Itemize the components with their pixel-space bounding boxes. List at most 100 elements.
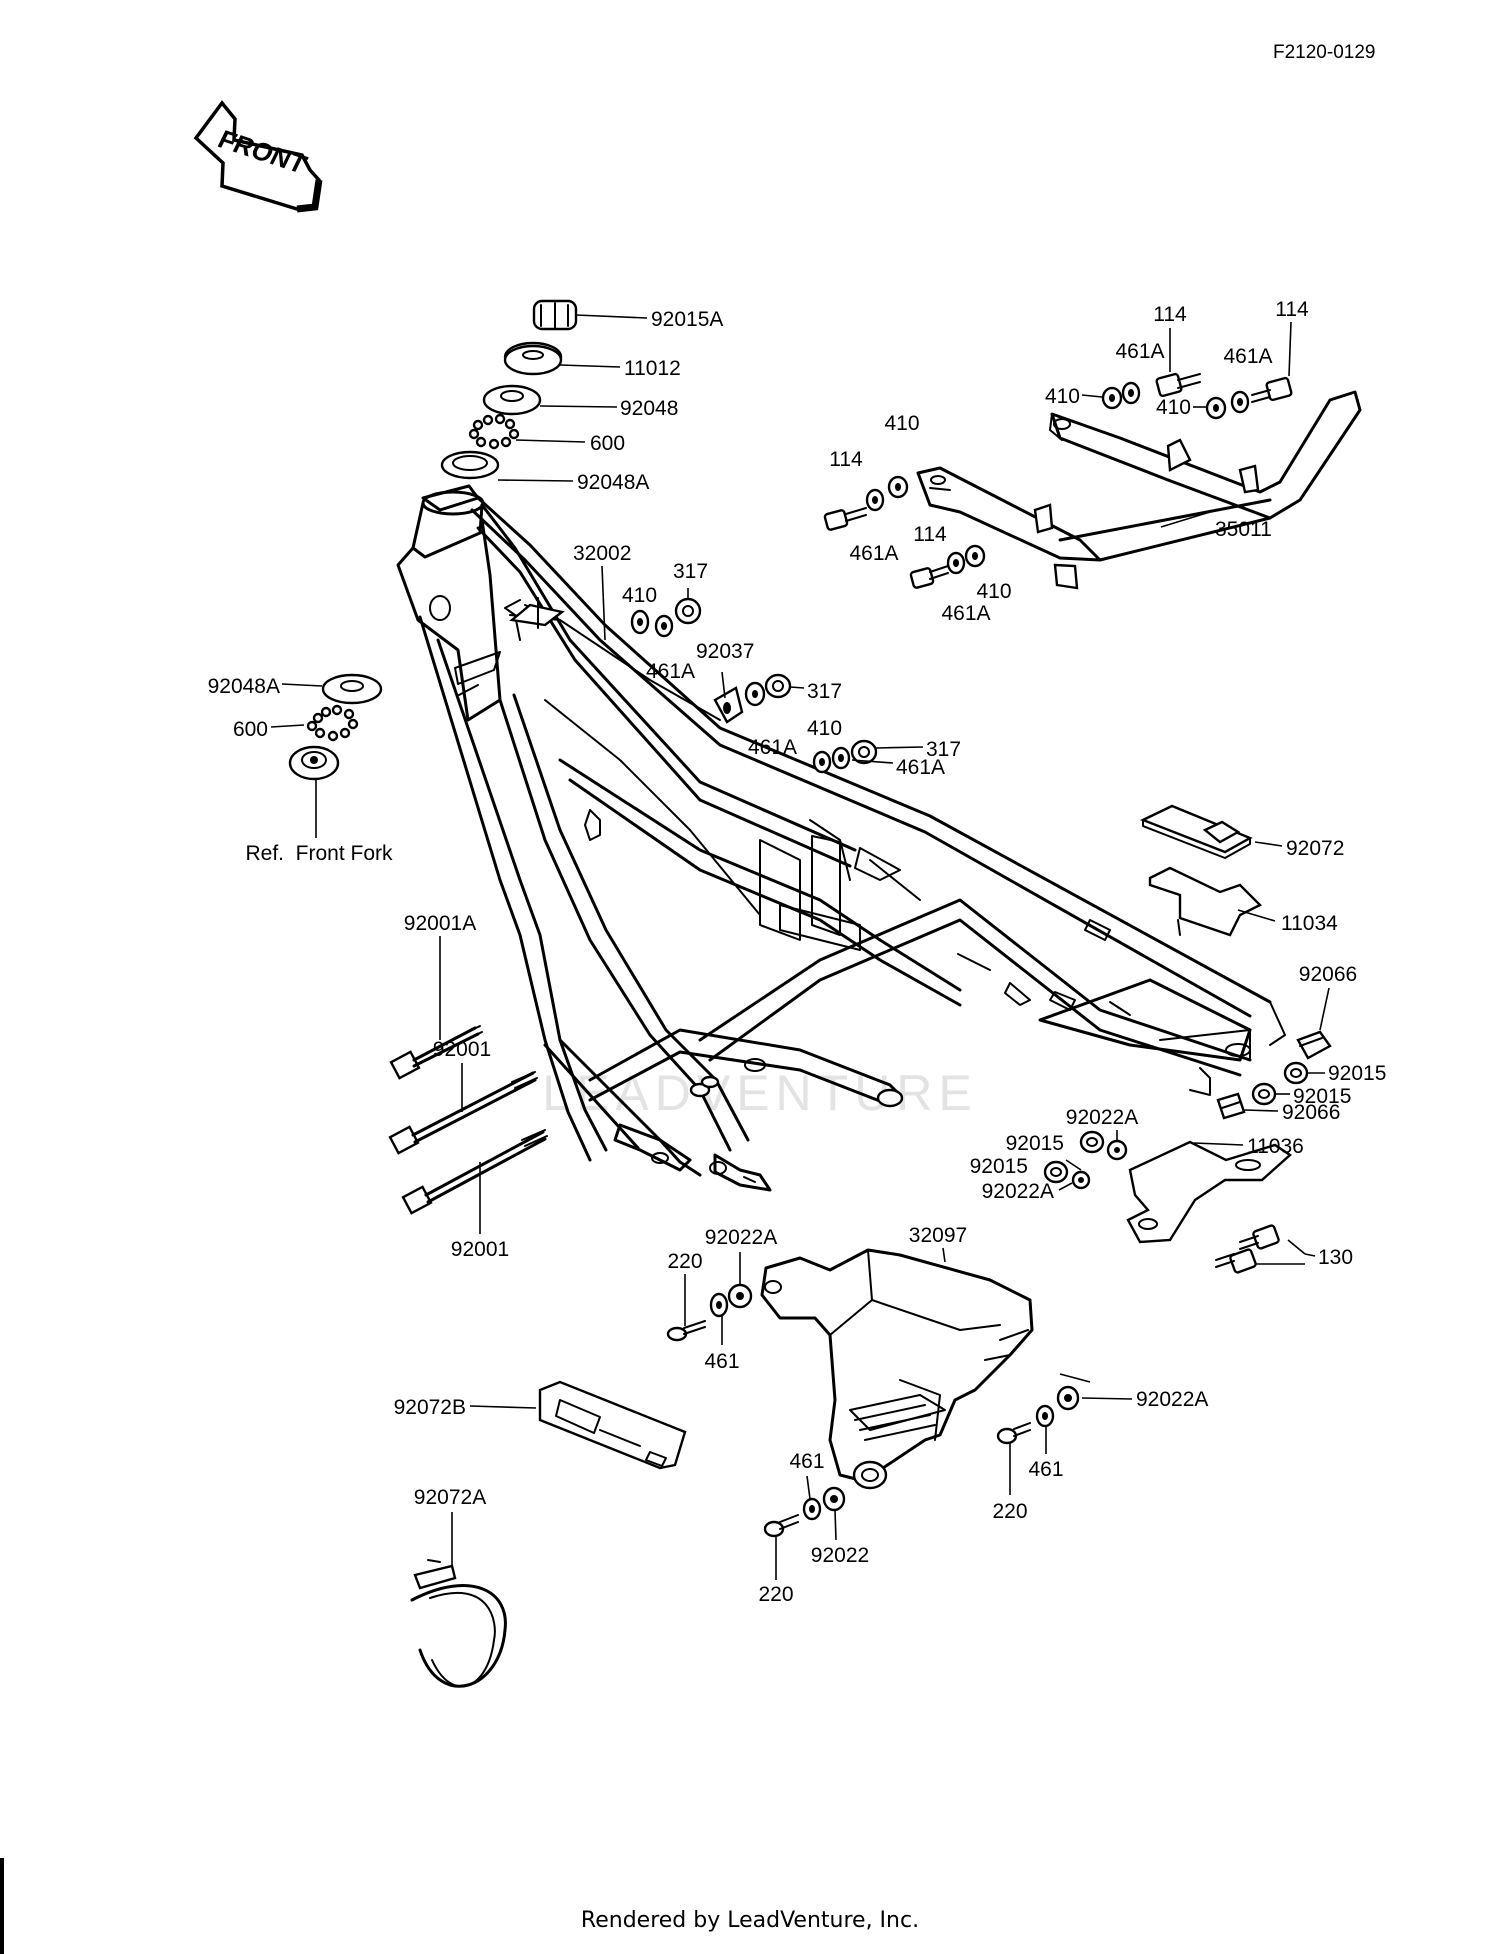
label-32097: 32097 <box>909 1224 967 1247</box>
screw-220-a <box>666 1320 706 1342</box>
label-220-c: 220 <box>758 1583 793 1606</box>
washer-92022 <box>822 1486 846 1512</box>
label-461-c: 461 <box>789 1450 824 1473</box>
front-arrow-icon: FRONT <box>193 100 323 213</box>
steering-stem-nut <box>532 299 578 331</box>
lockwasher-461-a <box>709 1292 729 1318</box>
nut-317 <box>674 597 702 625</box>
nut-317 <box>764 673 792 699</box>
page-edge-mark <box>0 1858 4 1954</box>
lower-bearing-race <box>321 673 383 705</box>
label-410-d: 410 <box>1156 396 1191 419</box>
label-92072A: 92072A <box>414 1486 486 1509</box>
lockwasher-461A <box>654 614 674 638</box>
label-32002: 32002 <box>573 542 631 565</box>
label-114-a: 114 <box>1153 303 1187 326</box>
label-410-a: 410 <box>622 584 657 607</box>
label-ref-front-fork: Ref. Front Fork <box>245 842 393 865</box>
tank-mount-bracket <box>509 597 565 629</box>
label-317-a: 317 <box>673 560 708 583</box>
label-220-a: 220 <box>667 1250 702 1273</box>
plate-92072B <box>538 1380 687 1470</box>
label-461A-e: 461A <box>1223 345 1272 368</box>
washer-410 <box>964 544 986 568</box>
label-92015-a: 92015 <box>1328 1062 1386 1085</box>
lower-bearing-cup <box>288 745 340 781</box>
label-92037: 92037 <box>696 640 754 663</box>
screw-220-c <box>763 1514 799 1538</box>
label-92001-a: 92001 <box>433 1038 491 1061</box>
bolt-114 <box>909 565 949 589</box>
label-11034: 11034 <box>1281 912 1338 935</box>
label-92022A-c: 92022A <box>1136 1388 1208 1411</box>
label-317-c: 317 <box>926 738 961 761</box>
grab-bar <box>916 390 1362 590</box>
diagram-code: F2120-0129 <box>1273 42 1376 63</box>
label-461A-g: 461A <box>941 602 990 625</box>
bolt-114 <box>1251 376 1293 403</box>
lockwasher-461A <box>1121 381 1141 405</box>
label-114-b: 114 <box>1275 298 1309 321</box>
battery-case <box>760 1248 1034 1490</box>
label-461A-f: 461A <box>849 542 898 565</box>
nut-92015-d <box>1043 1160 1069 1184</box>
label-600-top: 600 <box>590 432 625 455</box>
washer-92022A-b <box>1071 1170 1091 1190</box>
washer-410 <box>887 475 909 499</box>
label-92015A: 92015A <box>651 308 723 331</box>
washer-410 <box>812 750 832 774</box>
label-92048A-left: 92048A <box>208 675 280 698</box>
label-130: 130 <box>1318 1246 1353 1269</box>
nut-92015-lower <box>1251 1082 1277 1106</box>
label-92001A: 92001A <box>404 912 476 935</box>
washer-410 <box>1205 396 1227 420</box>
label-92022A-a: 92022A <box>1066 1106 1138 1129</box>
washer-92022A-c <box>1056 1385 1080 1411</box>
lockwasher-461A <box>1230 390 1250 414</box>
label-461A-b: 461A <box>748 736 797 759</box>
label-220-b: 220 <box>992 1500 1027 1523</box>
label-92015-b: 92015 <box>1293 1085 1351 1108</box>
label-92001-b: 92001 <box>451 1238 509 1261</box>
lockwasher-461A <box>865 488 885 512</box>
screw-220-b <box>996 1422 1031 1445</box>
bolt-130-upper <box>1239 1224 1280 1250</box>
label-92066-b: 92066 <box>1282 1101 1340 1124</box>
part-labels: 92015A 11012 92048 600 92048A 32002 317 … <box>208 298 1387 1606</box>
label-92022A-b: 92022A <box>982 1180 1054 1203</box>
label-11012: 11012 <box>624 357 681 380</box>
label-410-c: 410 <box>1045 385 1080 408</box>
lockwasher-461A <box>831 746 851 770</box>
bracket-11036 <box>1126 1140 1292 1244</box>
cap-92066-lower <box>1216 1092 1246 1120</box>
nut-317 <box>850 739 878 765</box>
label-92015-c: 92015 <box>1006 1132 1064 1155</box>
band-92072A <box>410 1559 507 1688</box>
label-410-b: 410 <box>807 717 842 740</box>
battery-strap-92072 <box>1139 804 1253 859</box>
upper-bearing-race <box>482 384 542 416</box>
label-92066-a: 92066 <box>1299 963 1357 986</box>
label-317-b: 317 <box>807 680 842 703</box>
bolt-130-lower <box>1215 1248 1257 1274</box>
label-92022A-d: 92022A <box>705 1226 777 1249</box>
nut-92015-c <box>1079 1130 1105 1154</box>
footer-credit: Rendered by LeadVenture, Inc. <box>580 1908 920 1933</box>
label-461-b: 461 <box>1028 1458 1063 1481</box>
label-461A-d: 461A <box>1115 340 1164 363</box>
steering-stem-washer <box>503 341 563 376</box>
label-461A-c: 461A <box>896 756 945 779</box>
label-600-left: 600 <box>233 718 268 741</box>
bolt-92001-upper <box>388 1071 538 1155</box>
upper-steel-balls <box>468 413 520 450</box>
washer-92022A-a <box>1106 1139 1128 1161</box>
main-frame <box>396 484 1286 1192</box>
label-114-d: 114 <box>913 523 947 546</box>
label-92015-d: 92015 <box>970 1155 1028 1178</box>
label-92048: 92048 <box>620 397 678 420</box>
label-92022: 92022 <box>811 1544 869 1567</box>
rubber-damper-92037 <box>713 686 744 724</box>
label-461-a: 461 <box>704 1350 739 1373</box>
lockwasher-461-b <box>1035 1404 1055 1428</box>
